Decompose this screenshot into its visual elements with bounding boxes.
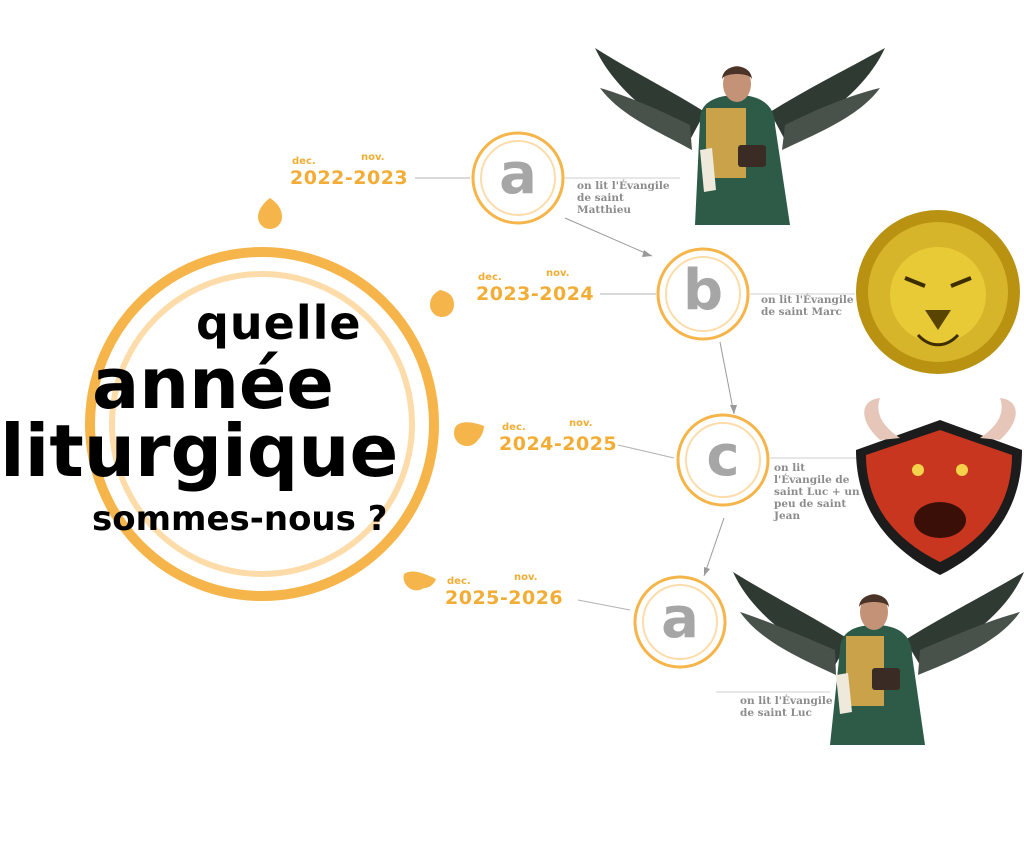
drop-icon — [453, 422, 484, 447]
angel-icon — [595, 48, 885, 225]
cycle-letter: a — [499, 142, 537, 207]
title-ring-outer — [85, 247, 439, 601]
cycle-circle-1 — [471, 131, 565, 225]
cycle-letter: b — [682, 258, 724, 323]
title-line-3: liturgique — [0, 409, 399, 493]
start-month-label: dec. — [478, 272, 502, 283]
end-month-label: nov. — [546, 268, 570, 279]
year-range: 2024-2025 — [499, 433, 618, 455]
start-month-label: dec. — [447, 576, 471, 587]
lion-icon — [856, 210, 1020, 374]
end-month-label: nov. — [361, 152, 385, 163]
bull-icon — [856, 398, 1022, 575]
title-ring-inner — [109, 271, 415, 577]
title-line-4: sommes-nous ? — [92, 499, 388, 539]
year-range: 2023-2024 — [476, 283, 595, 305]
year-range: 2022-2023 — [290, 167, 409, 189]
start-month-label: dec. — [292, 156, 316, 167]
end-month-label: nov. — [514, 572, 538, 583]
start-month-label: dec. — [502, 422, 526, 433]
drop-icon — [403, 571, 436, 591]
year-range: 2025-2026 — [445, 587, 564, 609]
drop-icon — [258, 198, 282, 229]
title-line-2: année — [92, 343, 334, 425]
gospel-note: on lit l'Évangile de saint Luc + un peu … — [774, 462, 860, 523]
cycle-circle-4 — [633, 575, 727, 669]
cycle-circle-3 — [676, 413, 770, 507]
cycle-circle-2 — [656, 247, 750, 341]
drop-icon — [430, 290, 454, 317]
gospel-note: on lit l'Évangile de saint Matthieu — [577, 180, 670, 217]
gospel-note: on lit l'Évangile de saint Luc — [740, 695, 833, 720]
cycle-letter: c — [706, 424, 740, 489]
gospel-note: on lit l'Évangile de saint Marc — [761, 294, 854, 319]
end-month-label: nov. — [569, 418, 593, 429]
cycle-letter: a — [661, 586, 699, 651]
angel-icon — [733, 572, 1024, 745]
title-line-1: quelle — [196, 296, 362, 350]
